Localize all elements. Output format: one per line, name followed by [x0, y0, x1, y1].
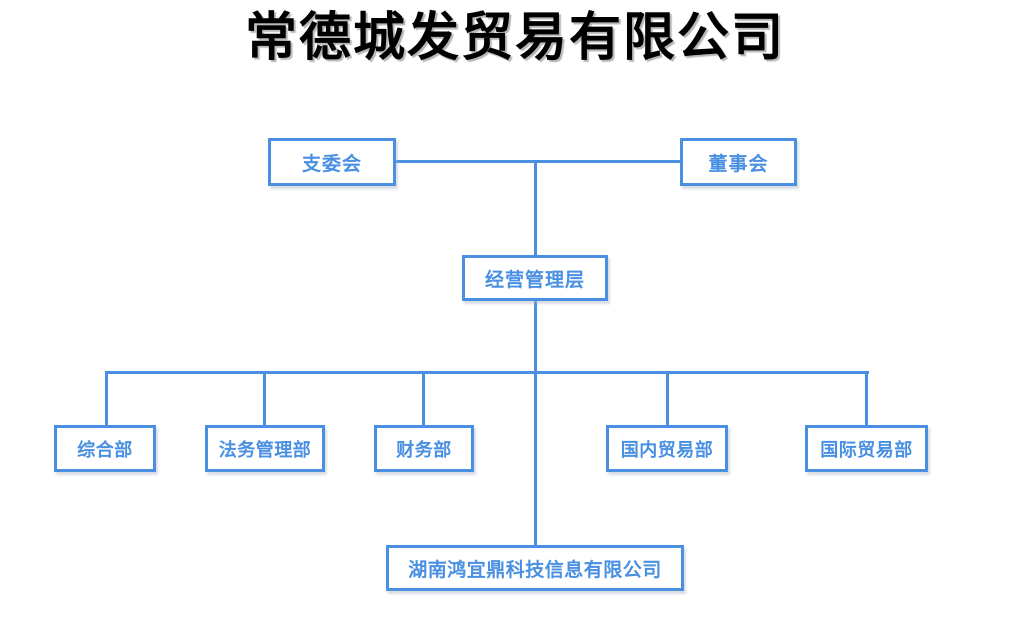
connector-party-to-board: [396, 160, 680, 163]
node-management[interactable]: 经营管理层: [462, 255, 608, 301]
node-general-affairs-department[interactable]: 综合部: [54, 425, 156, 472]
connector-management-trunk: [534, 301, 537, 545]
connector-drop-domestic: [666, 371, 669, 425]
node-board-of-directors[interactable]: 董事会: [680, 138, 797, 186]
connector-top-to-management: [534, 160, 537, 255]
connector-drop-intl: [865, 371, 868, 425]
node-management-label: 经营管理层: [484, 269, 585, 291]
page-title: 常德城发贸易有限公司: [244, 10, 785, 67]
connector-drop-finance: [422, 371, 425, 425]
node-domestic-trade-department[interactable]: 国内贸易部: [606, 425, 728, 472]
node-legal-management-department-label: 法务管理部: [218, 439, 312, 460]
node-subsidiary-company[interactable]: 湖南鸿宜鼎科技信息有限公司: [386, 545, 684, 591]
connector-drop-general: [105, 371, 108, 425]
node-party-committee-label: 支委会: [301, 153, 362, 175]
node-subsidiary-company-label: 湖南鸿宜鼎科技信息有限公司: [408, 559, 662, 581]
node-finance-department[interactable]: 财务部: [374, 425, 474, 472]
node-party-committee[interactable]: 支委会: [268, 138, 396, 186]
node-international-trade-department-label: 国际贸易部: [820, 439, 913, 460]
node-board-of-directors-label: 董事会: [708, 153, 769, 175]
node-international-trade-department[interactable]: 国际贸易部: [805, 425, 928, 472]
node-general-affairs-department-label: 综合部: [77, 439, 133, 460]
node-domestic-trade-department-label: 国内贸易部: [620, 439, 714, 460]
connector-department-bus: [105, 371, 869, 374]
node-legal-management-department[interactable]: 法务管理部: [205, 425, 325, 472]
connector-drop-legal: [263, 371, 266, 425]
node-finance-department-label: 财务部: [396, 439, 452, 460]
